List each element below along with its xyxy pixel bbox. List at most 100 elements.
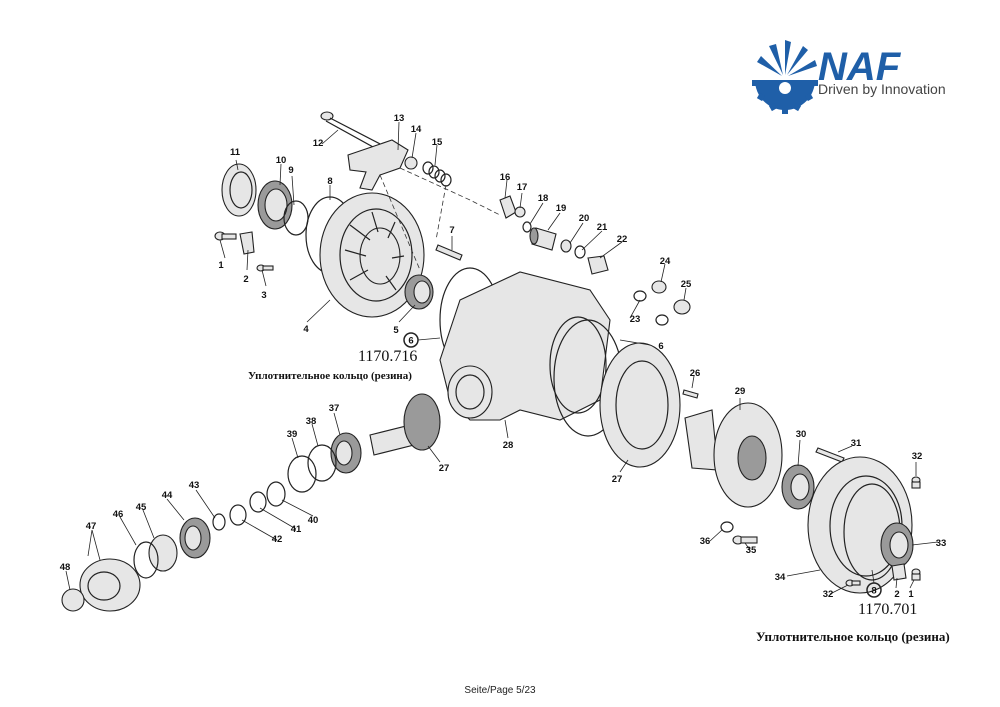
part-30-bearing	[781, 464, 815, 510]
callout-44: 44	[162, 490, 173, 501]
part-46-ring	[133, 541, 159, 579]
part-47-flange	[79, 558, 141, 612]
callout-40: 40	[308, 515, 319, 526]
part-32-screw-upper	[911, 476, 921, 489]
reference-lower-code: 1170.701	[858, 601, 917, 618]
part-24-plug	[651, 280, 667, 294]
callout-1-lower: 1	[908, 589, 914, 600]
part-45-seal	[148, 534, 178, 572]
brand-name: NAF	[818, 45, 902, 89]
reference-upper-code: 1170.716	[358, 348, 417, 365]
part-41-ring	[249, 491, 267, 513]
assembly-line	[379, 167, 501, 271]
callout-25: 25	[681, 279, 692, 290]
reference-lower: 8 1170.701 Уплотнительное кольцо (резина…	[756, 569, 950, 644]
callout-14: 14	[411, 124, 422, 135]
part-16-bracket	[499, 195, 517, 219]
part-29-differential-carrier	[684, 402, 783, 508]
part-37-bearing	[330, 432, 362, 474]
part-1-bolt-lower	[911, 568, 921, 581]
reference-upper-caption: Уплотнительное кольцо (резина)	[248, 370, 412, 382]
callout-30: 30	[796, 429, 807, 440]
callout-34: 34	[775, 572, 786, 583]
part-28-axle-housing	[439, 271, 611, 421]
part-36-washer	[720, 521, 734, 533]
callout-22: 22	[617, 234, 628, 245]
callout-19: 19	[556, 203, 567, 214]
part-35-bolt	[732, 535, 758, 545]
part-11-seal-ring	[221, 163, 257, 217]
callout-35: 35	[746, 545, 757, 556]
callout-1-upper: 1	[218, 260, 224, 271]
part-27-pinion-shaft	[369, 393, 441, 456]
callout-8-upper: 8	[327, 176, 332, 187]
callout-42: 42	[272, 534, 283, 545]
part-17-nut	[514, 206, 526, 218]
callout-45: 45	[136, 502, 147, 513]
naf-logo-emblem-icon	[752, 40, 818, 114]
reference-upper-circle-number: 6	[408, 336, 413, 347]
callout-2-lower: 2	[894, 589, 899, 600]
part-39-ring	[287, 455, 317, 493]
page-number: Seite/Page 5/23	[464, 685, 536, 696]
callout-27-pinion: 27	[439, 463, 450, 474]
callout-23-upper: 23	[630, 314, 641, 325]
callout-17: 17	[517, 182, 528, 193]
callout-20: 20	[579, 213, 590, 224]
part-15-spring	[422, 161, 452, 187]
callout-13: 13	[394, 113, 405, 124]
callout-2-upper: 2	[243, 274, 248, 285]
callout-32-upper: 32	[912, 451, 923, 462]
callout-6-right: 6	[658, 341, 663, 352]
callout-32-lower: 32	[823, 589, 834, 600]
part-44-bearing	[179, 517, 211, 559]
part-27-ring-gear	[599, 342, 681, 468]
part-25-plug	[673, 299, 691, 315]
callout-43: 43	[189, 480, 200, 491]
part-3-screw-upper	[256, 264, 274, 272]
callout-37: 37	[329, 403, 340, 414]
callout-21: 21	[597, 222, 608, 233]
part-20-ring	[560, 239, 572, 253]
reference-lower-circle-number: 8	[871, 586, 876, 597]
callout-38: 38	[306, 416, 317, 427]
part-14-washer	[404, 156, 418, 170]
part-5-gear	[404, 274, 434, 310]
part-drawings	[61, 111, 921, 612]
callout-7: 7	[449, 225, 454, 236]
callout-15: 15	[432, 137, 443, 148]
callout-39: 39	[287, 429, 298, 440]
part-31-pin	[815, 447, 845, 463]
callout-18: 18	[538, 193, 549, 204]
part-48-nut	[61, 588, 85, 612]
part-26-pin	[682, 389, 699, 399]
callout-46: 46	[113, 509, 124, 520]
callout-24: 24	[660, 256, 671, 267]
callout-28: 28	[503, 440, 514, 451]
part-7-pin	[435, 244, 463, 261]
part-40-ring	[266, 481, 286, 507]
callout-47: 47	[86, 521, 97, 532]
part-18-ring	[522, 221, 532, 233]
naf-logo: NAF Driven by Innovation	[752, 40, 946, 114]
leader-lines	[65, 121, 939, 595]
callout-4: 4	[303, 324, 309, 335]
part-32-screw-lower	[845, 579, 861, 587]
callout-11: 11	[230, 147, 241, 158]
callout-26: 26	[690, 368, 701, 379]
part-13-shift-fork	[347, 139, 409, 191]
part-2-plate-upper	[239, 231, 255, 255]
callout-29: 29	[735, 386, 746, 397]
part-23-washer-upper	[633, 290, 647, 302]
part-23-washer-lower	[655, 314, 669, 326]
part-2-plate-lower	[891, 563, 907, 581]
callout-31: 31	[851, 438, 862, 449]
part-22-plug	[587, 255, 609, 275]
callout-9: 9	[288, 165, 293, 176]
callout-41: 41	[291, 524, 302, 535]
part-1-bolt-upper	[214, 231, 237, 241]
part-10-bearing	[257, 180, 293, 230]
reference-upper: 6 1170.716 Уплотнительное кольцо (резина…	[248, 332, 441, 382]
callout-27-ring-gear: 27	[612, 474, 623, 485]
